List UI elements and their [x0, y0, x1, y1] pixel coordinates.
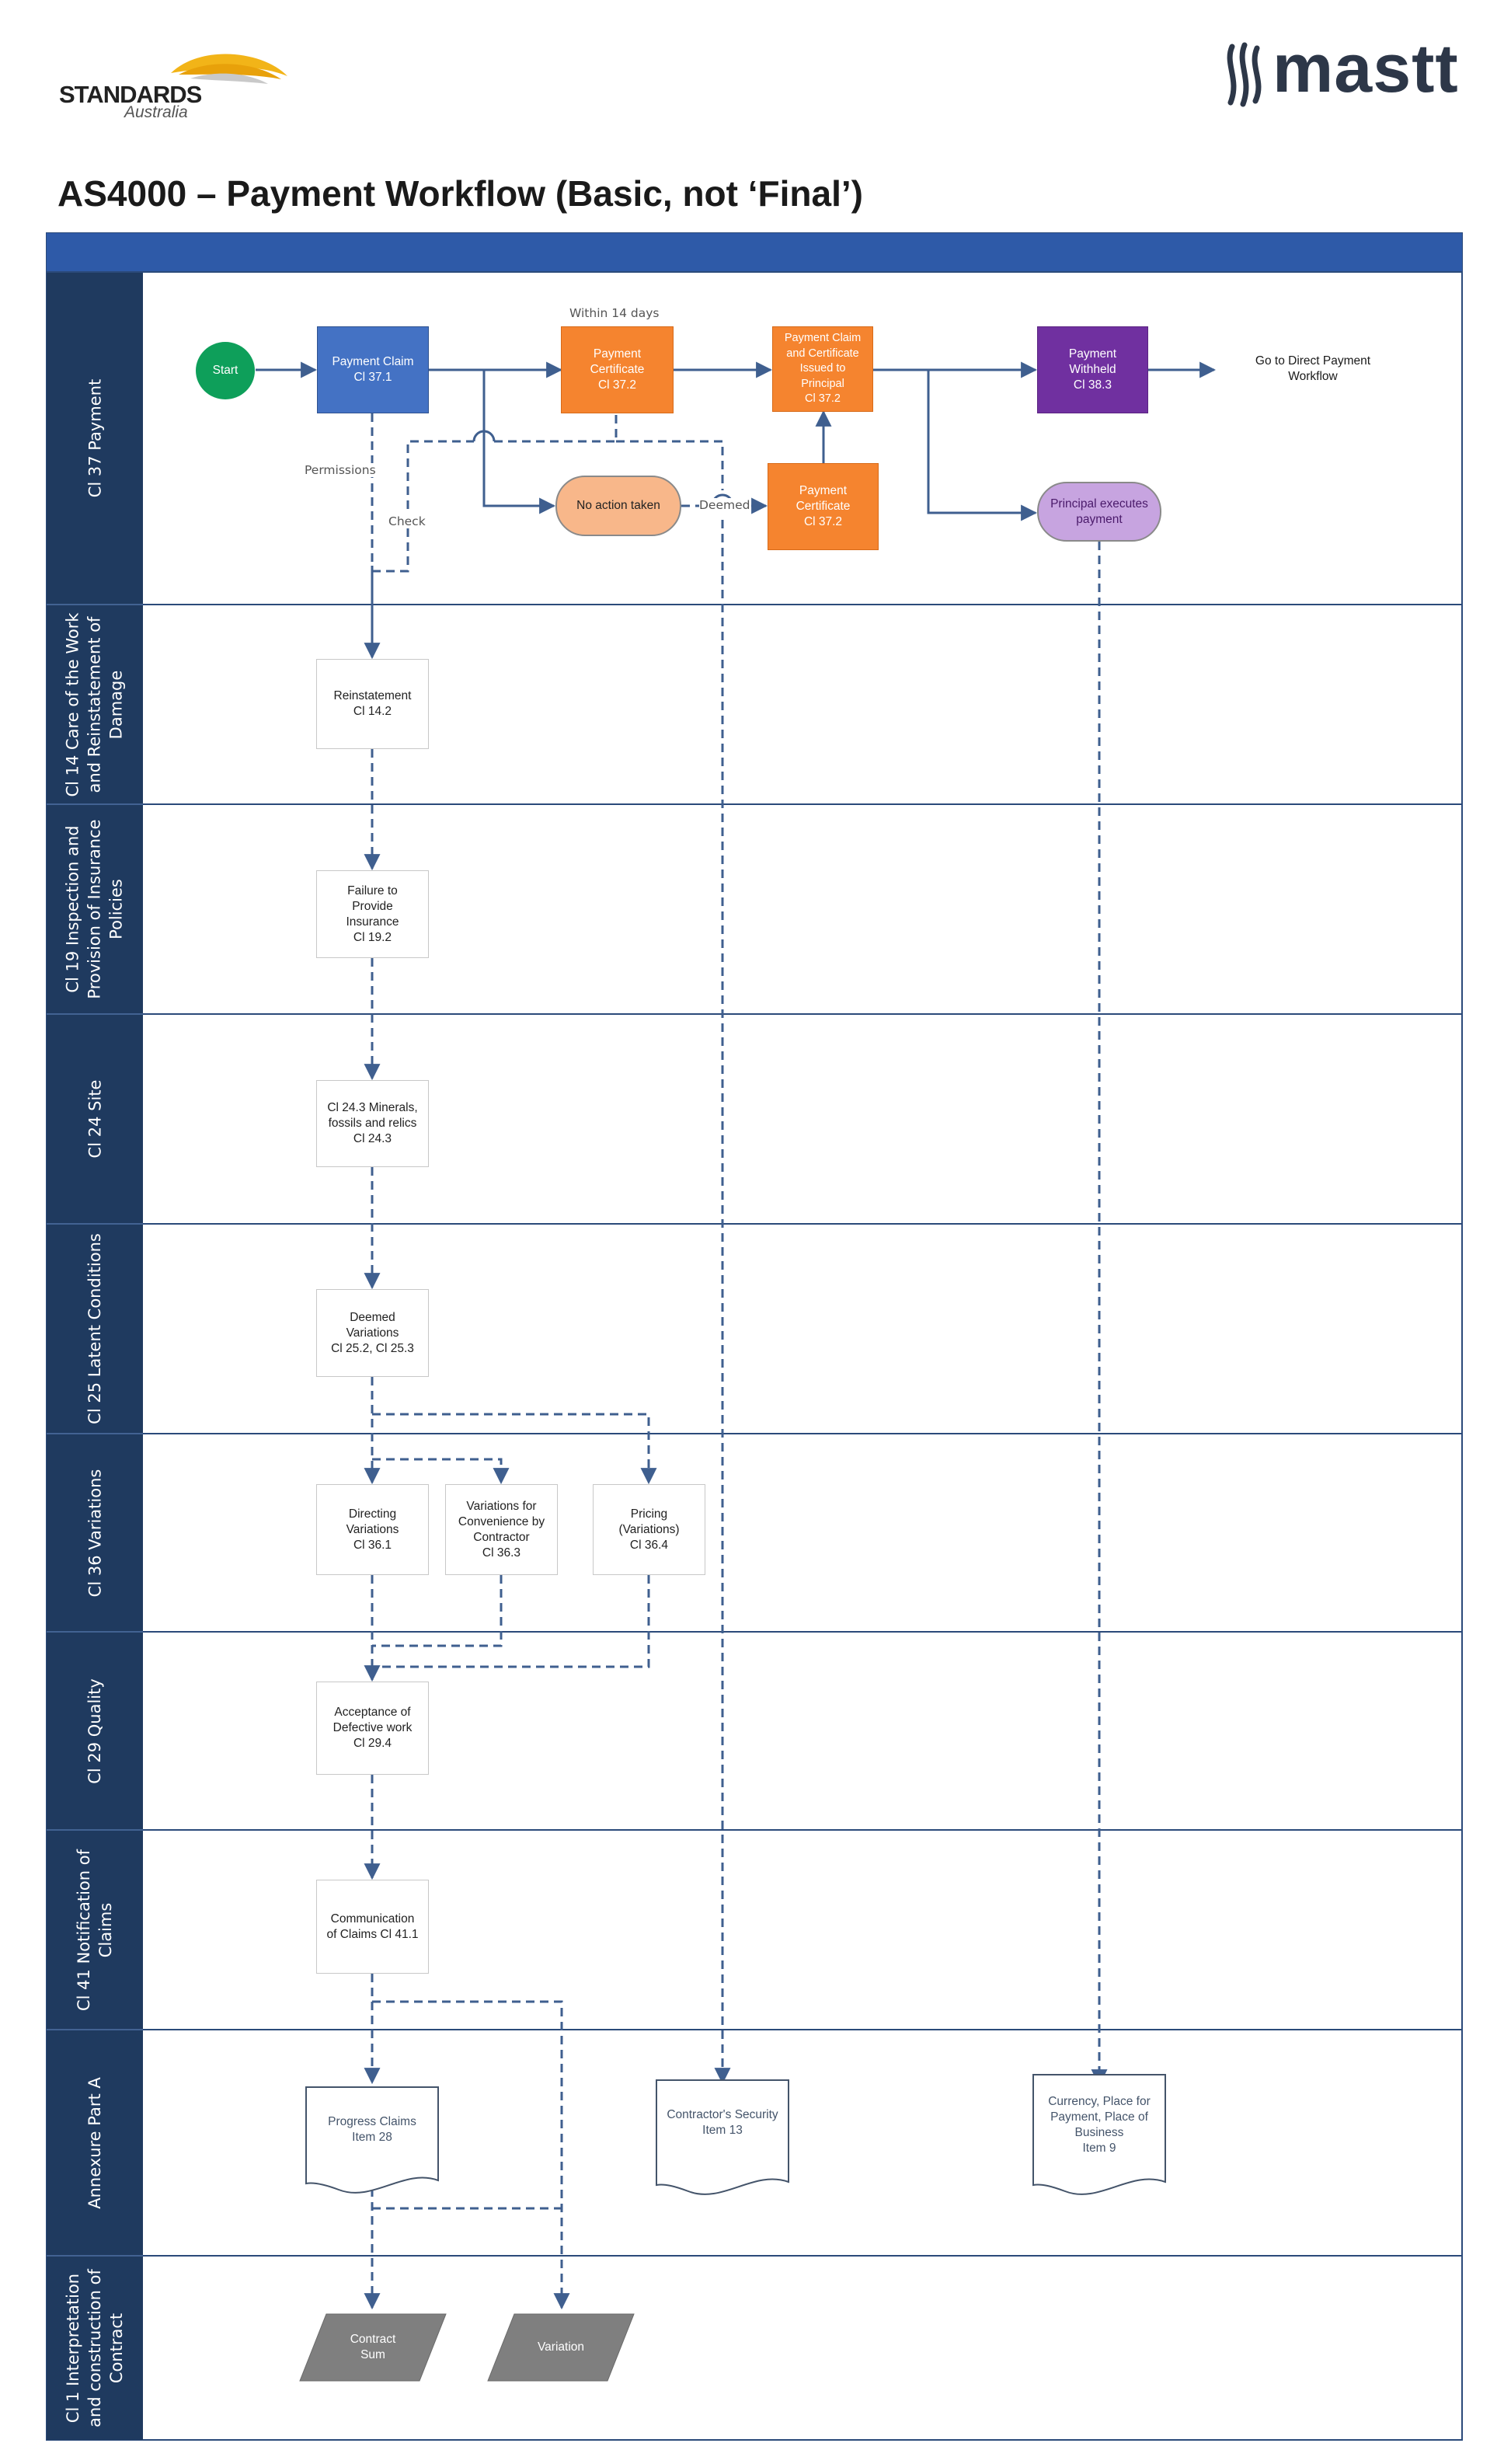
diagram-frame: [46, 232, 1463, 2441]
minerals-fossils-relics-node: Cl 24.3 Minerals, fossils and relics Cl …: [316, 1080, 429, 1167]
variations-for-convenience-node: Variations for Convenience by Contractor…: [445, 1484, 558, 1575]
lane-header-column: [47, 272, 143, 2440]
payment-certificate-top-node: Payment Certificate Cl 37.2: [561, 326, 674, 413]
lane-label-annexure: Annexure Part A: [85, 2076, 105, 2209]
document-shapes: [305, 2074, 1166, 2195]
mastt-logo-icon: [1227, 42, 1262, 107]
contract-sum-shape: Contract Sum: [350, 2333, 396, 2361]
standards-logo-text: STANDARDS: [59, 81, 202, 108]
directing-variations-node: Directing Variations Cl 36.1: [316, 1484, 429, 1575]
deemed-variations-node: Deemed Variations Cl 25.2, Cl 25.3: [316, 1289, 429, 1377]
deemed-label: Deemed: [699, 498, 750, 512]
solid-connectors: [256, 361, 1217, 660]
lane-label-cl1-interpretation: Cl 1 Interpretation and construction of …: [64, 2268, 127, 2427]
lane-separators: [47, 271, 1462, 2257]
lane-label-cl19-insurance: Cl 19 Inspection and Provision of Insura…: [64, 819, 127, 999]
within-14-days-label: Within 14 days: [569, 306, 660, 320]
lane-header-dividers: [47, 604, 143, 2257]
variation-shape: Variation: [537, 2340, 585, 2354]
payment-certificate-bottom-node: Payment Certificate Cl 37.2: [768, 463, 879, 550]
parallelogram-shapes: [299, 2313, 635, 2382]
permissions-label: Permissions: [305, 463, 376, 477]
progress-claims-document: Progress Claims Item 28: [328, 2115, 416, 2144]
lane-label-cl37-payment: Cl 37 Payment: [85, 378, 105, 498]
go-direct-payment-text: Go to Direct Payment Workflow: [1255, 354, 1371, 383]
pricing-variations-node: Pricing (Variations) Cl 36.4: [593, 1484, 705, 1575]
lane-label-cl41-claims: Cl 41 Notification of Claims: [75, 1849, 116, 2011]
mastt-logo-text: mastt: [1273, 30, 1459, 106]
claim-and-certificate-node: Payment Claim and Certificate Issued to …: [772, 326, 873, 412]
communication-of-claims-node: Communication of Claims Cl 41.1: [316, 1880, 429, 1974]
lane-label-cl24-site: Cl 24 Site: [85, 1079, 104, 1159]
dashed-connectors: [364, 413, 1108, 2310]
failure-to-provide-insurance-node: Failure to Provide Insurance Cl 19.2: [316, 870, 429, 958]
no-action-taken-node: No action taken: [555, 476, 681, 536]
lane-label-cl14-care: Cl 14 Care of the Work and Reinstatement…: [64, 612, 127, 797]
reinstatement-node: Reinstatement Cl 14.2: [316, 659, 429, 749]
lane-label-cl36-variations: Cl 36 Variations: [85, 1469, 104, 1597]
start-node: Start: [196, 342, 255, 399]
payment-withheld-node: Payment Withheld Cl 38.3: [1037, 326, 1148, 413]
standards-australia-logo-swoosh: [171, 54, 287, 84]
page-title: AS4000 – Payment Workflow (Basic, not ‘F…: [57, 173, 863, 214]
principal-executes-payment-node: Principal executes payment: [1037, 482, 1161, 542]
diagram-top-band: [47, 233, 1462, 272]
lane-label-cl29-quality: Cl 29 Quality: [85, 1678, 105, 1784]
contractors-security-document: Contractor's Security Item 13: [667, 2108, 778, 2137]
standards-logo-subtext: Australia: [124, 103, 188, 121]
currency-place-document: Currency, Place for Payment, Place of Bu…: [1048, 2095, 1151, 2155]
acceptance-of-defective-work-node: Acceptance of Defective work Cl 29.4: [316, 1682, 429, 1775]
check-label: Check: [388, 514, 426, 528]
payment-claim-node: Payment Claim Cl 37.1: [317, 326, 429, 413]
lane-label-cl25-latent: Cl 25 Latent Conditions: [85, 1233, 105, 1424]
